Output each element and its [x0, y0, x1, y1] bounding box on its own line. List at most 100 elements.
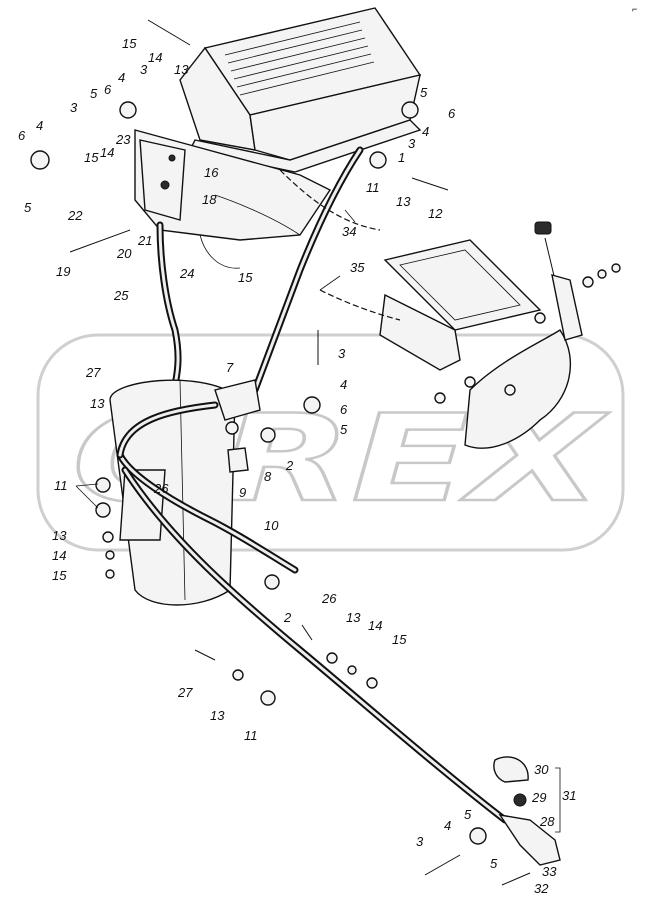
washer-13d	[102, 531, 114, 543]
label-18: 18	[202, 192, 217, 207]
label-4: 4	[340, 377, 347, 392]
label-11: 11	[244, 728, 258, 743]
label-20: 20	[116, 246, 132, 261]
washer-14c	[105, 550, 115, 560]
label-28: 28	[539, 814, 555, 829]
valve-7	[214, 379, 261, 473]
bolt-15a	[147, 19, 191, 46]
label-27: 27	[177, 685, 193, 700]
label-6: 6	[448, 106, 456, 121]
label-16: 16	[204, 165, 219, 180]
panel-slot	[399, 249, 521, 321]
lever-rod	[544, 237, 556, 281]
bolt-19	[69, 229, 131, 253]
bolt-26b	[301, 624, 313, 641]
label-4: 4	[444, 818, 451, 833]
panel-shape	[464, 329, 572, 449]
label-3: 3	[338, 346, 346, 361]
clamp-11a	[369, 151, 387, 169]
label-26: 26	[321, 591, 337, 606]
label-15: 15	[238, 270, 253, 285]
housing-grille	[224, 21, 375, 96]
fasteners	[30, 19, 621, 886]
label-26: 26	[153, 481, 169, 496]
valve-body	[214, 379, 261, 421]
label-30: 30	[534, 762, 549, 777]
leader-35	[319, 275, 341, 291]
watermark-frame	[36, 333, 625, 552]
label-15: 15	[52, 568, 67, 583]
label-34: 34	[342, 224, 356, 239]
label-13: 13	[90, 396, 105, 411]
corner-mark: ⌐	[632, 4, 637, 14]
label-31: 31	[562, 788, 576, 803]
label-27: 27	[85, 365, 101, 380]
hose-1	[251, 146, 364, 394]
label-5: 5	[90, 86, 98, 101]
label-11: 11	[366, 180, 380, 195]
clamp-11b-1	[95, 477, 111, 493]
label-5: 5	[340, 422, 348, 437]
washer-13f	[232, 669, 244, 681]
housing-contour	[199, 194, 301, 269]
label-5: 5	[24, 200, 32, 215]
label-7: 7	[226, 360, 234, 375]
label-12: 12	[428, 206, 443, 221]
clamp-2b	[264, 574, 280, 590]
label-15: 15	[122, 36, 137, 51]
outlet-assembly	[493, 756, 561, 866]
leader-11-group	[75, 483, 99, 509]
bolt-12	[411, 177, 449, 191]
bracket-bolt-a	[160, 180, 170, 190]
outlet-body-28	[498, 814, 561, 866]
label-4: 4	[422, 124, 429, 139]
valve-clamp-9	[227, 447, 249, 473]
label-21: 21	[137, 233, 152, 248]
label-19: 19	[56, 264, 70, 279]
lever-knob	[534, 221, 552, 235]
clamp-2a	[260, 427, 276, 443]
label-14: 14	[52, 548, 66, 563]
label-5: 5	[490, 856, 498, 871]
clamp-6b	[119, 101, 137, 119]
label-13: 13	[174, 62, 189, 77]
label-33: 33	[542, 864, 557, 879]
lever-bushing	[534, 312, 546, 324]
hose-24	[156, 221, 182, 389]
label-24: 24	[179, 266, 194, 281]
label-2: 2	[283, 610, 292, 625]
panel-arm	[379, 293, 461, 371]
label-5: 5	[464, 807, 472, 822]
clamp-6c	[401, 101, 419, 119]
nut-lever-c	[611, 263, 621, 273]
washer-14d	[347, 665, 357, 675]
label-13: 13	[346, 610, 361, 625]
clamp-11b-2	[95, 502, 111, 518]
label-25: 25	[113, 288, 129, 303]
hose-10-inner	[118, 453, 297, 572]
nut-lever-a	[582, 276, 594, 288]
label-6: 6	[104, 82, 112, 97]
valve-knob	[225, 421, 239, 435]
label-3: 3	[70, 100, 78, 115]
part-number-labels: 15 14 13 3 4 6 5 3 6 4 5 23 15 14 22 16 …	[18, 4, 637, 896]
label-10: 10	[264, 518, 279, 533]
nut-panel-c	[504, 384, 516, 396]
label-14: 14	[368, 618, 382, 633]
label-4: 4	[118, 70, 125, 85]
heater-housing	[134, 7, 422, 269]
nut-panel-b	[464, 376, 476, 388]
cable-34	[279, 169, 381, 231]
hose-1-inner	[253, 148, 362, 392]
panel-plate	[383, 239, 542, 331]
lever-assembly	[534, 221, 583, 341]
label-22: 22	[67, 208, 83, 223]
washer-13e	[326, 652, 338, 664]
label-29: 29	[531, 790, 546, 805]
label-9: 9	[239, 485, 246, 500]
bolt-27b	[194, 649, 216, 661]
tank-edge	[179, 379, 186, 601]
label-3: 3	[140, 62, 148, 77]
outlet-elbow-30	[493, 756, 529, 783]
label-32: 32	[534, 881, 549, 896]
